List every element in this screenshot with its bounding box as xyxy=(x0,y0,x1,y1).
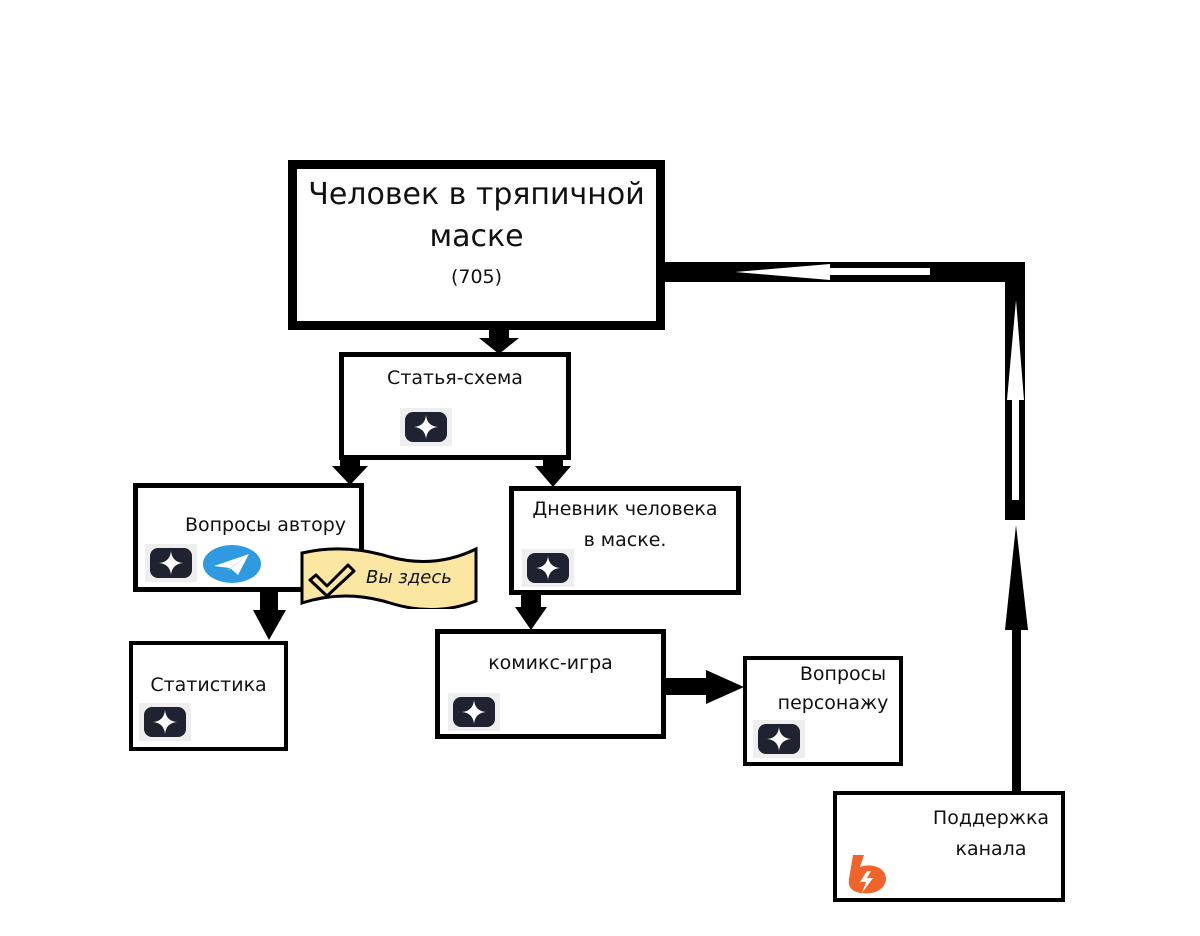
node-main-title-line1: Человек в тряпичной xyxy=(308,177,645,212)
zen-icon[interactable] xyxy=(522,549,574,587)
zen-icon[interactable] xyxy=(145,544,197,582)
node-article[interactable]: Статья-схема xyxy=(339,352,571,460)
node-questions-character-label-line1: Вопросы xyxy=(799,663,887,685)
arrow-questions-author-to-statistics xyxy=(253,590,286,640)
zen-icon[interactable] xyxy=(400,408,452,446)
node-main[interactable]: Человек в тряпичной маске (705) xyxy=(288,160,665,330)
you-are-here-label: Вы здесь xyxy=(366,567,452,588)
checkmark-icon xyxy=(308,563,356,598)
node-questions-author-label: Вопросы автору xyxy=(184,514,347,536)
node-comic-game[interactable]: комикс-игра xyxy=(435,629,666,739)
node-support-label-line1: Поддержка xyxy=(932,807,1050,829)
arrow-diary-to-comic xyxy=(515,593,547,630)
telegram-icon[interactable] xyxy=(202,544,262,584)
node-questions-character-label-line2: персонажу xyxy=(777,692,889,714)
node-support[interactable]: Поддержка канала xyxy=(833,791,1065,902)
node-main-count: (705) xyxy=(450,266,503,288)
node-diary-label-line1: Дневник человека xyxy=(532,498,718,520)
node-comic-game-label: комикс-игра xyxy=(488,652,613,674)
arrow-main-to-article xyxy=(479,328,519,354)
arrow-article-to-diary xyxy=(535,458,571,487)
node-statistics[interactable]: Статистика xyxy=(129,641,288,751)
node-main-title-line2: маске xyxy=(429,219,524,254)
node-support-label-line2: канала xyxy=(955,838,1027,860)
zen-icon[interactable] xyxy=(139,703,191,741)
boosty-icon[interactable] xyxy=(845,853,889,897)
arrow-article-to-questions-author xyxy=(332,458,368,485)
node-statistics-label: Статистика xyxy=(150,674,267,696)
node-diary[interactable]: Дневник человека в маске. xyxy=(509,486,741,595)
node-questions-character[interactable]: Вопросы персонажу xyxy=(743,656,903,766)
arrow-comic-to-questions-character xyxy=(665,670,744,704)
you-are-here-banner: Вы здесь xyxy=(300,545,480,611)
node-diary-label-line2: в маске. xyxy=(583,529,667,551)
node-article-label: Статья-схема xyxy=(387,367,523,389)
zen-icon[interactable] xyxy=(753,720,805,758)
zen-icon[interactable] xyxy=(448,693,500,731)
